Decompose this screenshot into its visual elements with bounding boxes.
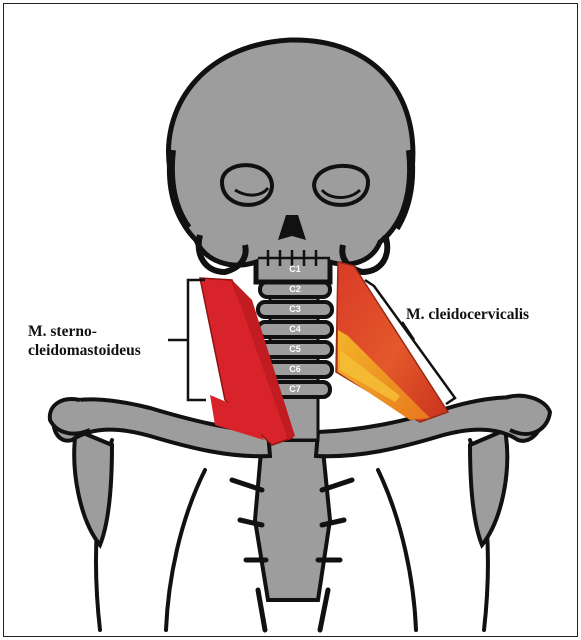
vertebra-label-c1: C1 [283,264,307,275]
label-sternocleidomastoideus: M. sterno- cleidomastoideus [28,322,141,360]
sternum [232,440,352,630]
cleidocervicalis-muscle [336,262,448,422]
label-sternocleidomastoideus-line1: M. sterno- [28,322,141,341]
vertebra-label-c4: C4 [283,324,307,335]
bracket-sternocleidomastoideus [168,280,206,400]
label-cleidocervicalis: M. cleidocervicalis [406,305,529,324]
vertebra-label-c6: C6 [283,364,307,375]
skull [169,40,413,282]
vertebra-label-c2: C2 [283,284,307,295]
vertebra-label-c3: C3 [283,304,307,315]
label-sternocleidomastoideus-line2: cleidomastoideus [28,341,141,360]
vertebra-label-c7: C7 [283,384,307,395]
vertebra-label-c5: C5 [283,344,307,355]
